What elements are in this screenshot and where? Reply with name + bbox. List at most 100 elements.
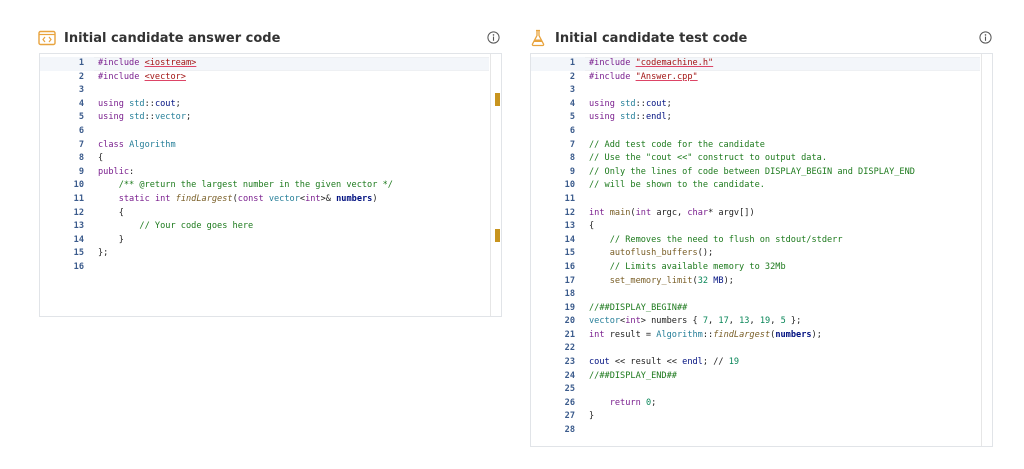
code-text: // Use the "cout <<" construct to output… xyxy=(589,153,827,164)
code-line[interactable]: 17 set_memory_limit(32 MB); xyxy=(531,275,980,289)
code-line[interactable]: 1#include <iostream> xyxy=(40,57,489,71)
line-number: 18 xyxy=(564,289,575,300)
code-text: // will be shown to the candidate. xyxy=(589,180,765,191)
code-text: #include "Answer.cpp" xyxy=(589,71,698,82)
code-text: using std::vector; xyxy=(98,112,192,123)
test-code-panel: Initial candidate test code 1#include "c… xyxy=(529,26,994,448)
line-number: 15 xyxy=(73,248,84,259)
line-number: 14 xyxy=(73,234,84,245)
code-line[interactable]: 21 int result = Algorithm::findLargest(nu… xyxy=(531,329,980,343)
code-line[interactable]: 15}; xyxy=(40,247,489,261)
line-number: 13 xyxy=(564,221,575,232)
line-number: 8 xyxy=(78,153,84,164)
line-number: 21 xyxy=(564,329,575,340)
code-line[interactable]: 11 static int findLargest(const vector<i… xyxy=(40,193,489,207)
code-line[interactable]: 13 { xyxy=(531,220,980,234)
code-text: #include "codemachine.h" xyxy=(589,58,714,68)
code-line[interactable]: 13 // Your code goes here xyxy=(40,220,489,234)
code-text: using std::cout; xyxy=(589,98,672,109)
code-line[interactable]: 9 // Only the lines of code between DISPL… xyxy=(531,166,980,180)
code-text: vector<int> numbers { 7, 17, 13, 19, 5 }… xyxy=(589,316,802,327)
code-line[interactable]: 1 #include "codemachine.h" xyxy=(531,57,980,71)
line-number: 19 xyxy=(564,302,575,313)
code-text: //##DISPLAY_END## xyxy=(589,370,677,381)
code-text: #include <iostream> xyxy=(98,58,197,68)
code-line[interactable]: 16 // Limits available memory to 32Mb xyxy=(531,261,980,275)
code-text: }; xyxy=(98,248,109,259)
code-text: int result = Algorithm::findLargest(numb… xyxy=(589,329,822,340)
code-line[interactable]: 18 xyxy=(531,288,980,302)
line-number: 1 xyxy=(569,58,575,68)
code-text: // Add test code for the candidate xyxy=(589,139,765,150)
code-line[interactable]: 20 vector<int> numbers { 7, 17, 13, 19, 5… xyxy=(531,315,980,329)
code-text: using std::endl; xyxy=(589,112,672,123)
code-line[interactable]: 24 //##DISPLAY_END## xyxy=(531,370,980,384)
info-icon[interactable] xyxy=(487,31,500,44)
code-line[interactable]: 14 } xyxy=(40,234,489,248)
code-line[interactable]: 8// Use the "cout <<" construct to outpu… xyxy=(531,152,980,166)
code-text: // Only the lines of code between DISPLA… xyxy=(589,166,915,177)
line-number: 10 xyxy=(73,180,84,191)
code-line[interactable]: 15 autoflush_buffers(); xyxy=(531,247,980,261)
line-number: 13 xyxy=(73,221,84,232)
code-line[interactable]: 10 /** @return the largest number in the… xyxy=(40,179,489,193)
line-number: 9 xyxy=(569,166,575,177)
panel-title: Initial candidate answer code xyxy=(64,30,281,46)
code-line[interactable]: 6 xyxy=(531,125,980,139)
code-line[interactable]: 22 xyxy=(531,342,980,356)
code-line[interactable]: 19 //##DISPLAY_BEGIN## xyxy=(531,302,980,316)
info-icon[interactable] xyxy=(979,31,992,44)
code-line[interactable]: 6 xyxy=(40,125,489,139)
line-number: 12 xyxy=(73,207,84,218)
code-line[interactable]: 11 xyxy=(531,193,980,207)
code-text: } xyxy=(589,411,595,422)
code-line[interactable]: 27} xyxy=(531,410,980,424)
code-line[interactable]: 28 xyxy=(531,424,980,438)
line-number: 7 xyxy=(569,139,575,150)
code-line[interactable]: 16 xyxy=(40,261,489,275)
code-text: public: xyxy=(98,166,135,177)
line-number: 20 xyxy=(564,316,575,327)
answer-code-header: Initial candidate answer code xyxy=(38,26,280,50)
code-text: } xyxy=(98,234,124,245)
line-number: 22 xyxy=(564,343,575,354)
line-number: 6 xyxy=(569,125,575,136)
test-code-editor[interactable]: 1 #include "codemachine.h" 2#include "Answ… xyxy=(530,53,993,447)
line-number: 10 xyxy=(564,180,575,191)
code-line[interactable]: 25 xyxy=(531,383,980,397)
code-text: using std::cout; xyxy=(98,98,181,109)
code-line[interactable]: 3 xyxy=(40,84,489,98)
code-line[interactable]: 7 // Add test code for the candidate xyxy=(531,139,980,153)
code-line[interactable]: 14 // Removes the need to flush on stdou… xyxy=(531,234,980,248)
overview-ruler[interactable] xyxy=(981,54,992,446)
line-number: 24 xyxy=(564,370,575,381)
code-window-icon xyxy=(38,30,56,46)
code-line[interactable]: 3 xyxy=(531,84,980,98)
code-line[interactable]: 12 { xyxy=(40,207,489,221)
code-text: int main(int argc, char* argv[]) xyxy=(589,207,755,218)
code-line[interactable]: 8{ xyxy=(40,152,489,166)
line-number: 26 xyxy=(564,397,575,408)
overview-ruler[interactable] xyxy=(490,54,501,316)
code-line[interactable]: 2#include "Answer.cpp" xyxy=(531,71,980,85)
line-number: 15 xyxy=(564,248,575,259)
code-text: //##DISPLAY_BEGIN## xyxy=(589,302,688,313)
code-text: { xyxy=(589,221,595,232)
code-line[interactable]: 10 // will be shown to the candidate. xyxy=(531,179,980,193)
code-text: autoflush_buffers(); xyxy=(609,248,714,259)
code-text: // Limits available memory to 32Mb xyxy=(609,261,786,272)
code-line[interactable]: 2#include <vector> xyxy=(40,71,489,85)
code-line[interactable]: 26 return 0; xyxy=(531,397,980,411)
line-number: 27 xyxy=(564,411,575,422)
code-text: static int findLargest(const vector<int>… xyxy=(118,193,378,204)
flask-icon xyxy=(531,29,545,47)
